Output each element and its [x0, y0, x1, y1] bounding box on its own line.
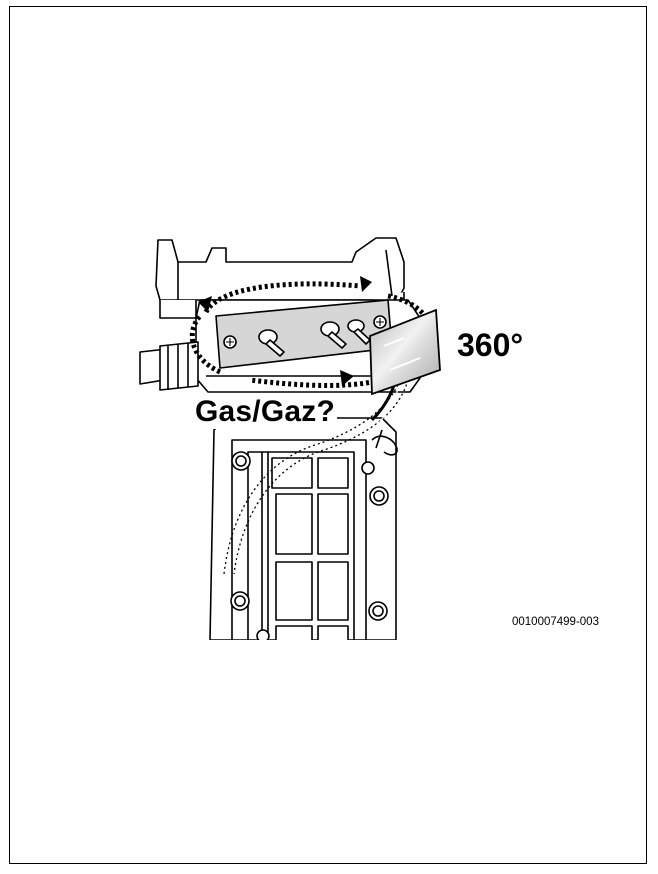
burner-plate	[215, 299, 393, 369]
gas-question-label: Gas/Gaz?	[193, 395, 337, 429]
rotation-label: 360°	[457, 327, 524, 363]
lower-frame	[209, 417, 398, 640]
figure-reference-code: 0010007499-003	[512, 616, 599, 628]
inspection-mirror-icon	[369, 308, 441, 396]
gas-pipe-icon	[139, 341, 199, 391]
burner-nozzle-icon	[258, 319, 371, 357]
